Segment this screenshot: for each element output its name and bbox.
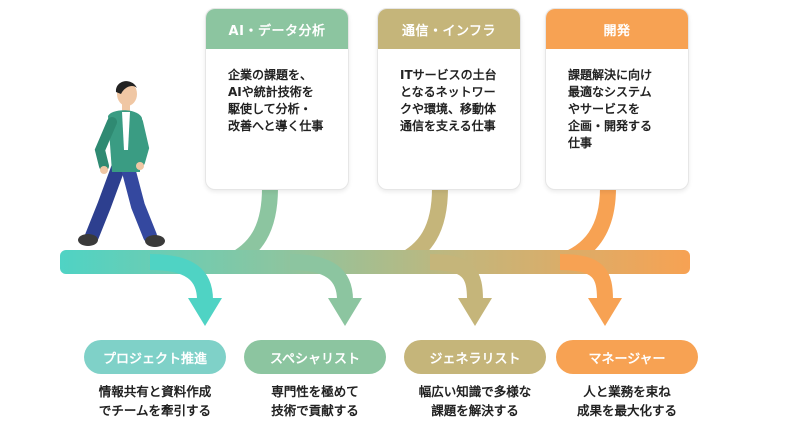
card-description: 課題解決に向け 最適なシステム やサービスを 企画・開発する 仕事 — [568, 68, 653, 150]
role-description-specialist: 専門性を極めて 技術で貢献する — [271, 384, 359, 418]
walking-person-icon — [78, 81, 165, 247]
card-description: 企業の課題を、 AIや統計技術を 駆使して分析・ 改善へと導く仕事 — [228, 68, 324, 133]
role-pill-project: プロジェクト推進 — [84, 340, 226, 374]
branch-arrow-project — [149, 254, 222, 326]
card-title: 通信・インフラ — [378, 9, 520, 49]
role-description-generalist: 幅広い知識で多様な 課題を解決する — [418, 384, 532, 418]
branch-arrow-manager — [559, 254, 622, 326]
career-road — [60, 250, 690, 274]
card-development: 開発 課題解決に向け 最適なシステム やサービスを 企画・開発する 仕事 — [545, 8, 689, 190]
role-pill-generalist: ジェネラリスト — [404, 340, 546, 374]
card-network-infra: 通信・インフラ ITサービスの土台 となるネットワー クや環境、移動体 通信を支… — [377, 8, 521, 190]
branch-arrow-specialist — [289, 254, 362, 326]
card-title: AI・データ分析 — [206, 9, 348, 49]
card-description: ITサービスの土台 となるネットワー クや環境、移動体 通信を支える仕事 — [400, 68, 497, 133]
card-title: 開発 — [546, 9, 688, 49]
role-description-project: 情報共有と資料作成 でチームを牽引する — [98, 384, 212, 418]
role-description-manager: 人と業務を束ね 成果を最大化する — [576, 384, 677, 418]
card-ai-data-analysis: AI・データ分析 企業の課題を、 AIや統計技術を 駆使して分析・ 改善へと導く… — [205, 8, 349, 190]
branch-arrow-generalist — [429, 254, 492, 326]
role-pill-specialist: スペシャリスト — [244, 340, 386, 374]
role-pill-manager: マネージャー — [556, 340, 698, 374]
